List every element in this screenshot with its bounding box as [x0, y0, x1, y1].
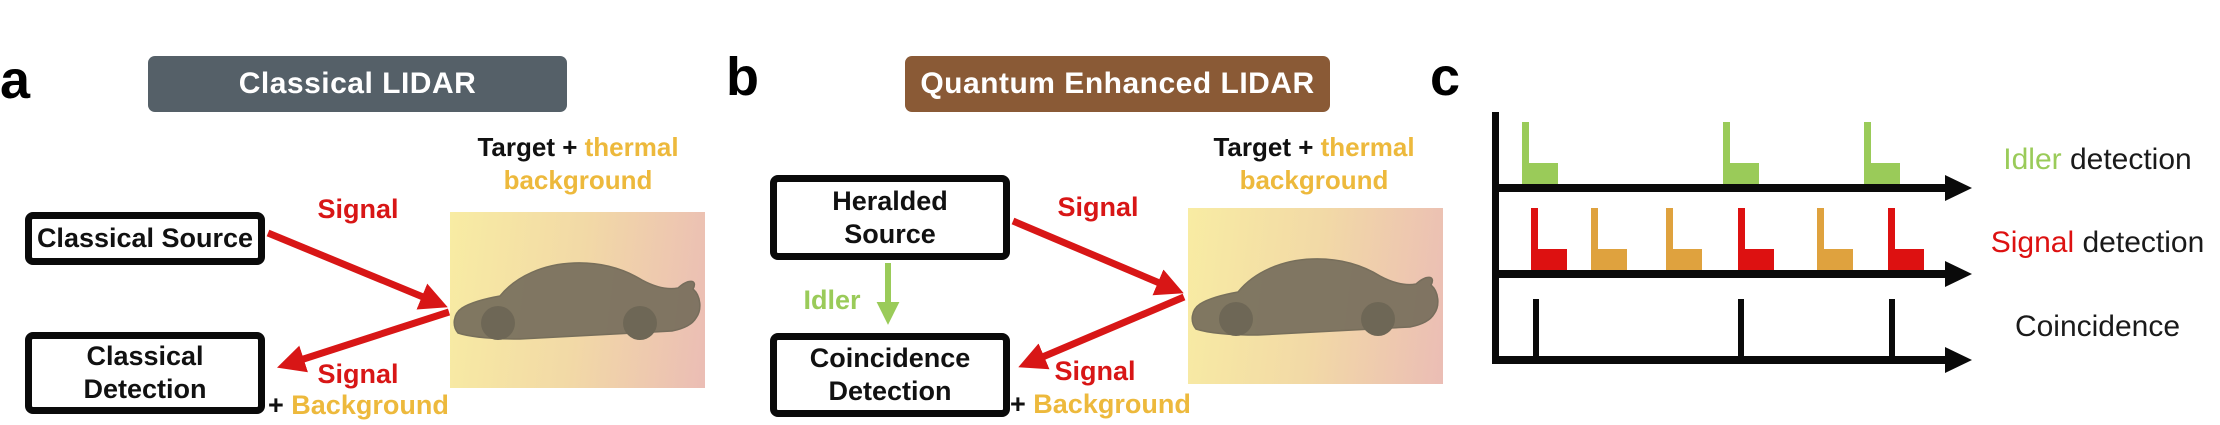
car-silhouette-icon	[1191, 258, 1439, 336]
a-target-scene	[450, 212, 705, 388]
idler-pulse	[1722, 122, 1759, 184]
car-rear-wheel	[1361, 302, 1395, 336]
car-front-wheel	[481, 306, 515, 340]
b-target-highlight: thermal background	[1239, 132, 1415, 195]
b-idler-label: Idler	[803, 285, 861, 315]
panel-b-letter: b	[726, 47, 759, 107]
a-target-highlight: thermal background	[503, 132, 679, 195]
a-plus-background-label: + Background	[268, 390, 449, 421]
idler-word: Idler	[2003, 143, 2062, 176]
idler-detection-rest: detection	[2061, 143, 2192, 176]
background-pulse	[1666, 208, 1703, 270]
classical-detection-box: Classical Detection	[25, 332, 265, 414]
signal-pulse	[1737, 208, 1774, 270]
b-plus-sign: +	[1010, 389, 1026, 419]
panel-a-title: Classical LIDAR	[148, 56, 567, 112]
classical-source-box: Classical Source	[25, 212, 265, 265]
panel-b-title: Quantum Enhanced LIDAR	[905, 56, 1330, 112]
background-pulse	[1816, 208, 1853, 270]
signal-time-axis	[1492, 270, 1947, 278]
coincidence-time-axis	[1492, 356, 1947, 364]
coincidence-axis-arrowhead-icon	[1945, 347, 1972, 373]
a-signal-arrow	[266, 229, 448, 310]
idler-axis-arrowhead-icon	[1945, 175, 1972, 201]
coincidence-label: Coincidence	[1980, 310, 2215, 343]
b-target-caption: Target + thermal background	[1183, 131, 1445, 196]
a-signal-out-label: Signal	[317, 194, 399, 224]
idler-time-axis	[1492, 184, 1947, 192]
signal-detection-rest: detection	[2074, 226, 2205, 259]
coincidence-word: Coincidence	[2014, 310, 2181, 343]
signal-word: Signal	[1990, 226, 2075, 259]
a-target-caption: Target + thermal background	[447, 131, 709, 196]
background-pulse	[1591, 208, 1627, 270]
a-target-prefix: Target +	[477, 132, 585, 162]
signal-pulse	[1887, 208, 1924, 270]
b-plus-background-label: + Background	[1010, 389, 1191, 420]
idler-pulse	[1863, 122, 1900, 184]
car-front-wheel	[1219, 302, 1253, 336]
b-target-prefix: Target +	[1213, 132, 1321, 162]
a-signal-return-arrow	[277, 308, 451, 373]
b-signal-out-label: Signal	[1057, 192, 1139, 222]
a-signal-return-label: Signal	[317, 359, 399, 389]
b-signal-arrow	[1011, 217, 1184, 296]
coincidence-tick	[1737, 299, 1744, 356]
idler-detection-label: Idler detection	[1980, 143, 2215, 176]
car-rear-wheel	[623, 306, 657, 340]
signal-detection-label: Signal detection	[1980, 226, 2215, 259]
signal-axis-arrowhead-icon	[1945, 261, 1972, 287]
b-target-scene	[1188, 208, 1443, 384]
signal-pulse	[1531, 208, 1568, 270]
b-background-word: Background	[1033, 389, 1191, 419]
car-silhouette-icon	[453, 262, 701, 340]
panel-a-letter: a	[0, 50, 31, 110]
time-vertical-axis	[1492, 112, 1499, 364]
a-background-word: Background	[291, 390, 449, 420]
b-signal-return-label: Signal	[1054, 356, 1136, 386]
a-plus-sign: +	[268, 390, 284, 420]
coincidence-detection-box: Coincidence Detection	[770, 333, 1010, 417]
coincidence-tick	[1888, 299, 1895, 356]
coincidence-tick	[1532, 299, 1539, 356]
heralded-source-box: Heralded Source	[770, 175, 1010, 260]
idler-pulse	[1522, 122, 1559, 184]
panel-c-letter: c	[1430, 47, 1461, 107]
b-signal-return-arrow	[1018, 293, 1186, 370]
